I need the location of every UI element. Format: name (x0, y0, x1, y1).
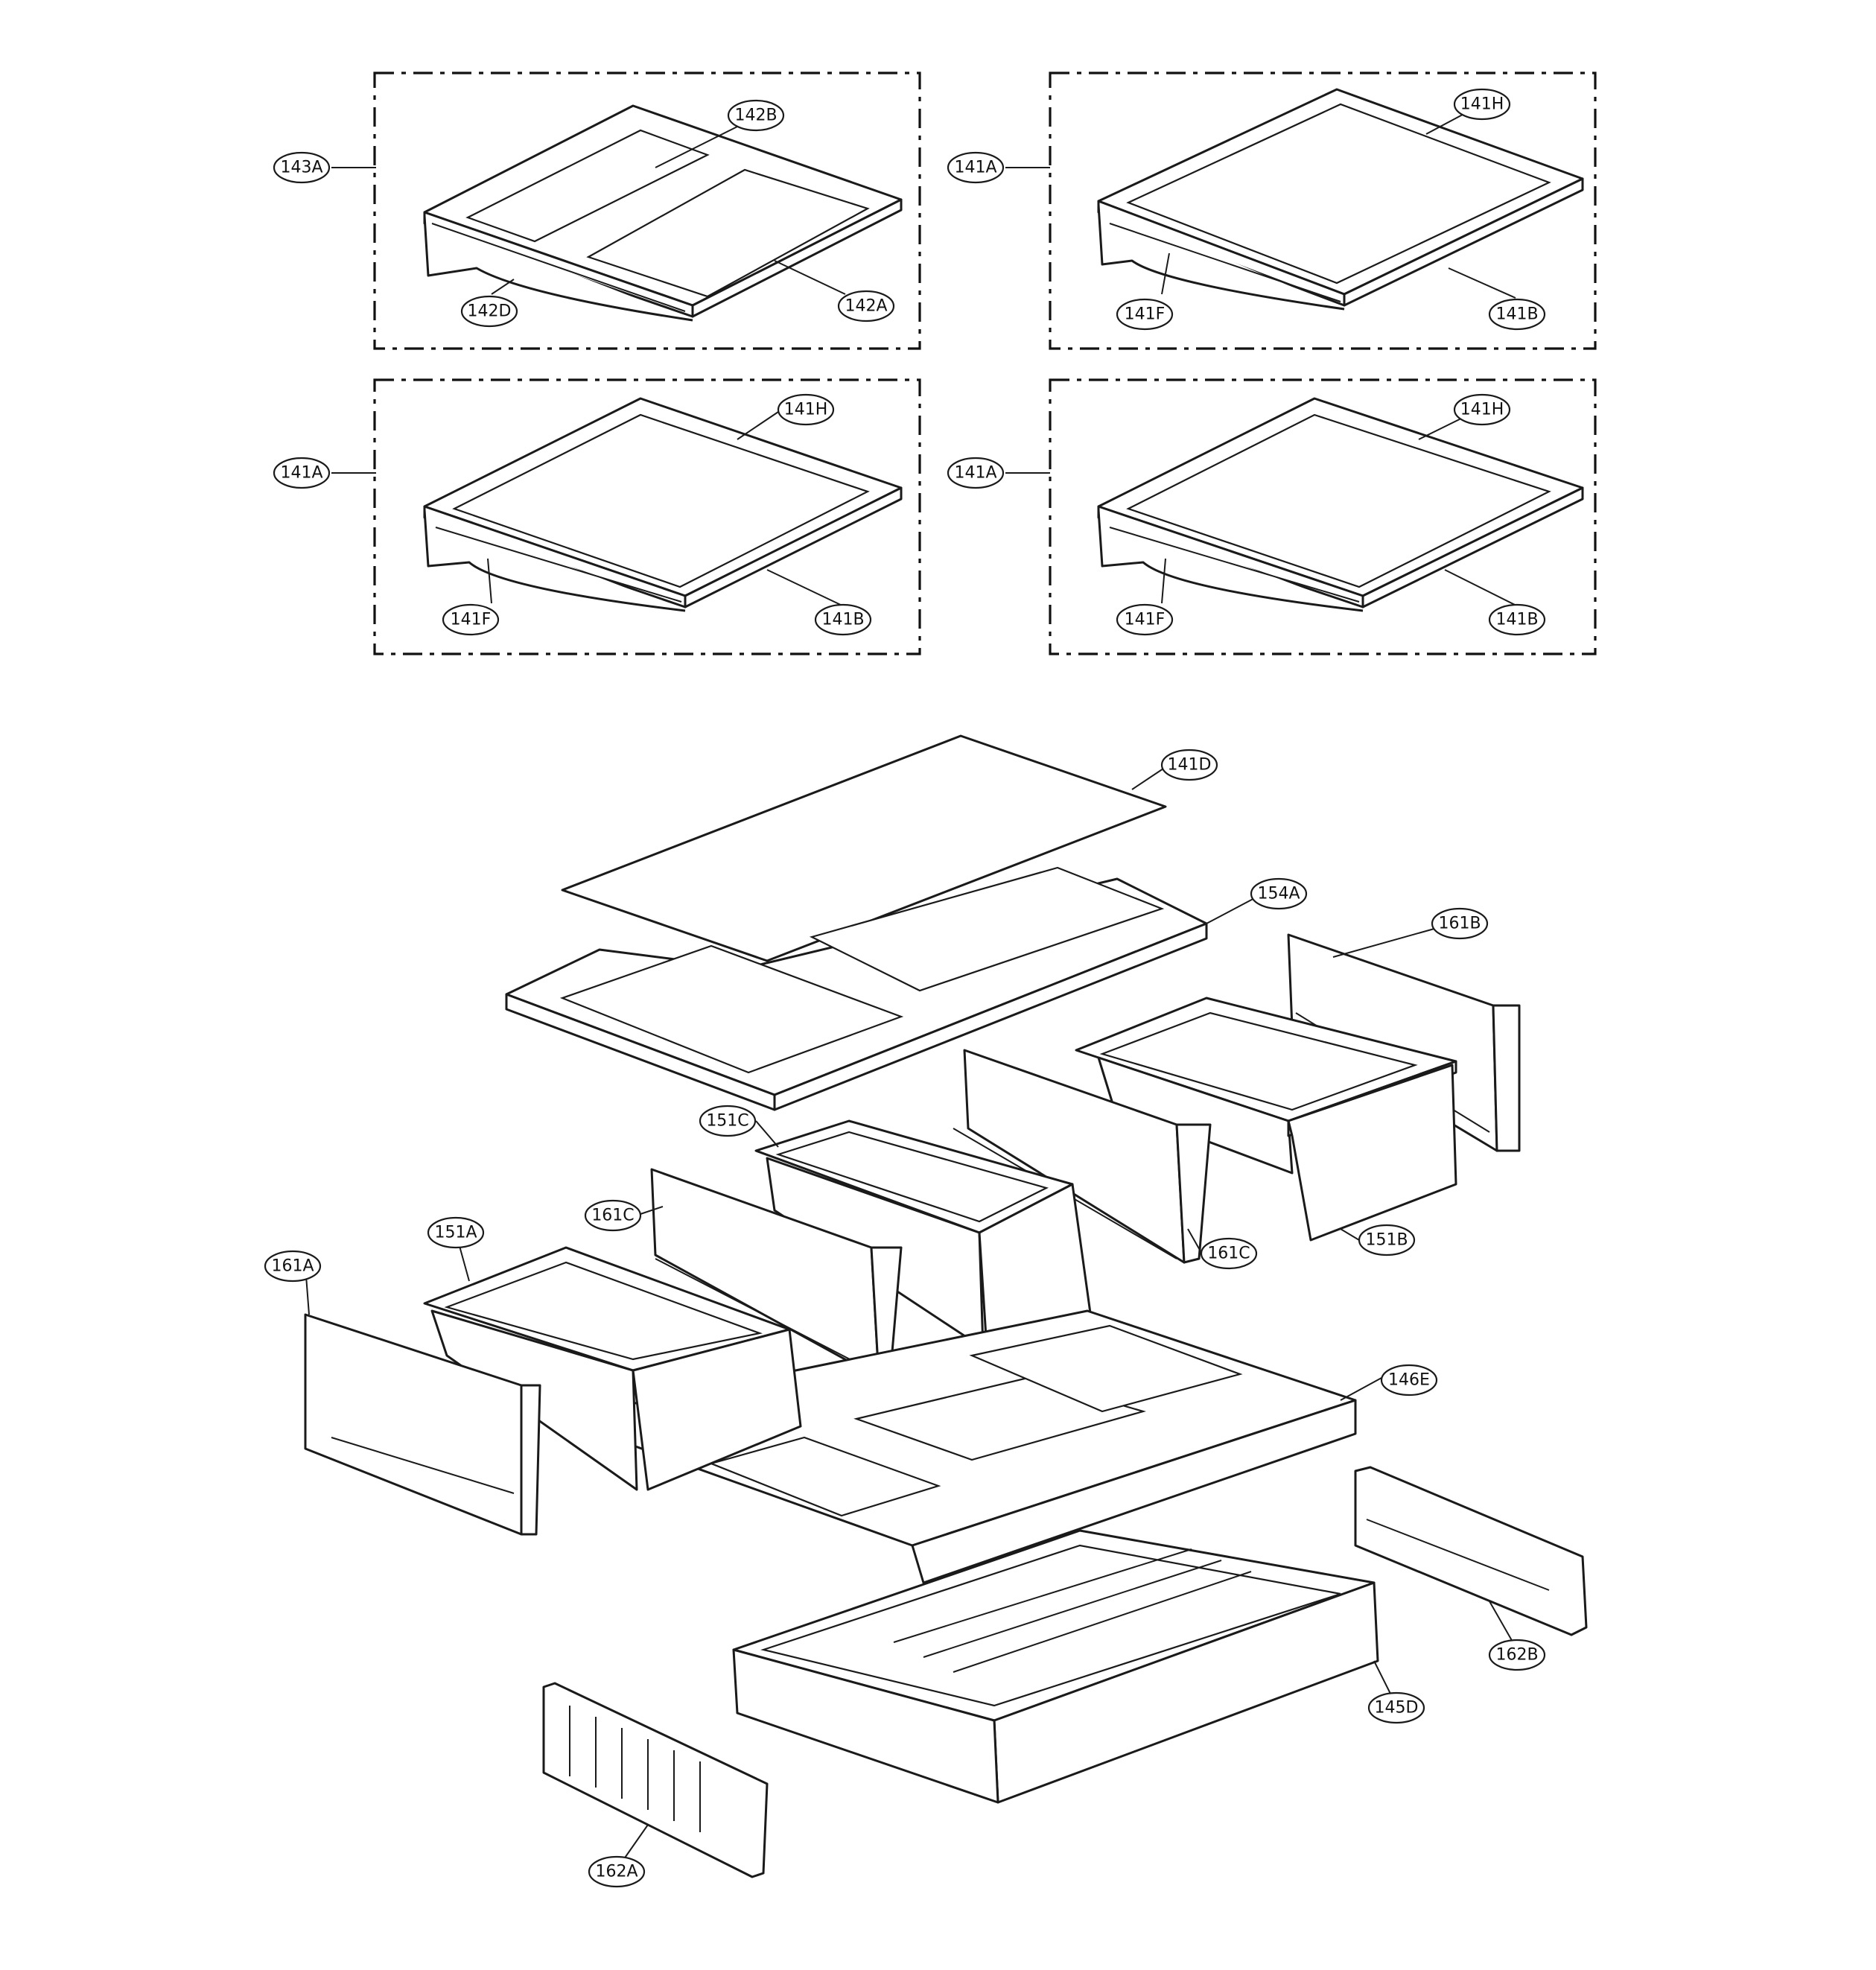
callout-141F-top-right: 141F (1116, 298, 1174, 331)
callout-151C: 151C (699, 1105, 757, 1137)
callout-141H-top-right: 141H (1453, 88, 1511, 121)
glass-shelf-141A-mid-left (423, 397, 903, 612)
crisper-cover-154A (505, 866, 1208, 1111)
callout-143A: 143A (273, 151, 331, 184)
label-154A: 154A (1257, 885, 1300, 903)
callout-141B-mid-left: 141B (814, 603, 872, 636)
label-141D: 141D (1168, 756, 1212, 775)
callout-161C-left: 161C (584, 1199, 642, 1232)
label-162B: 162B (1495, 1646, 1538, 1665)
assembly-box-top-left (373, 72, 921, 350)
callout-161C-right: 161C (1200, 1237, 1258, 1270)
callout-142D: 142D (460, 295, 518, 328)
label-141A: 141A (280, 464, 322, 483)
callout-141A-mid-right: 141A (947, 457, 1005, 489)
label-143A: 143A (280, 159, 322, 177)
label-141F: 141F (1125, 611, 1166, 629)
callout-141A-top-right: 141A (947, 151, 1005, 184)
label-141A: 141A (954, 159, 996, 177)
divider-plate-161A (304, 1313, 541, 1536)
label-141F: 141F (1125, 305, 1166, 324)
callout-142A: 142A (837, 290, 895, 322)
callout-141F-mid-left: 141F (442, 603, 500, 636)
label-145D: 145D (1375, 1699, 1419, 1718)
callout-141F-mid-right: 141F (1116, 603, 1174, 636)
assembly-box-mid-left (373, 378, 921, 655)
glass-shelf-141A-mid-right (1097, 397, 1584, 612)
label-141H: 141H (1460, 95, 1504, 114)
rail-162B (1354, 1466, 1588, 1636)
callout-141D: 141D (1160, 749, 1218, 781)
callout-141H-mid-right: 141H (1453, 393, 1511, 426)
crisper-drawer-151A (423, 1246, 802, 1491)
label-151B: 151B (1365, 1231, 1408, 1250)
callout-142B: 142B (727, 99, 785, 132)
glass-shelf-141A-top-right (1097, 88, 1584, 311)
label-161B: 161B (1438, 915, 1481, 933)
leader-lines (305, 109, 1520, 1870)
callout-151B: 151B (1358, 1224, 1416, 1256)
label-151A: 151A (434, 1224, 477, 1242)
callout-145D: 145D (1367, 1691, 1425, 1724)
callout-162A: 162A (588, 1855, 646, 1888)
split-shelf-143A (423, 104, 903, 322)
crisper-drawer-151B (1075, 997, 1457, 1242)
label-141B: 141B (821, 611, 864, 629)
glass-plate-141D (561, 734, 1167, 962)
label-141B: 141B (1495, 305, 1538, 324)
callout-141B-top-right: 141B (1488, 298, 1546, 331)
rail-162A (542, 1682, 769, 1878)
callout-141H-mid-left: 141H (777, 393, 835, 426)
label-161A: 161A (271, 1257, 314, 1276)
callout-141B-mid-right: 141B (1488, 603, 1546, 636)
assembly-box-mid-right (1049, 378, 1597, 655)
label-141H: 141H (784, 401, 828, 419)
label-146E: 146E (1388, 1371, 1430, 1390)
label-141B: 141B (1495, 611, 1538, 629)
label-141H: 141H (1460, 401, 1504, 419)
label-162A: 162A (595, 1863, 637, 1881)
label-161C: 161C (1207, 1245, 1250, 1263)
callout-161A: 161A (264, 1250, 322, 1283)
label-142A: 142A (845, 297, 887, 316)
callout-162B: 162B (1488, 1639, 1546, 1671)
callout-154A: 154A (1250, 877, 1308, 910)
callout-161B: 161B (1431, 907, 1489, 940)
assembly-box-top-right (1049, 72, 1597, 350)
bottom-shelf-plate-146E (557, 1309, 1357, 1584)
bottom-drawer-tray-145D (732, 1529, 1379, 1804)
label-151C: 151C (706, 1112, 748, 1131)
callout-141A-mid-left: 141A (273, 457, 331, 489)
divider-plate-161C-right (953, 1049, 1212, 1264)
callout-151A: 151A (427, 1216, 485, 1249)
label-141A: 141A (954, 464, 996, 483)
label-161C: 161C (591, 1207, 634, 1225)
label-142B: 142B (734, 107, 777, 125)
label-141F: 141F (451, 611, 492, 629)
callout-146E: 146E (1380, 1364, 1438, 1397)
label-142D: 142D (468, 302, 512, 321)
